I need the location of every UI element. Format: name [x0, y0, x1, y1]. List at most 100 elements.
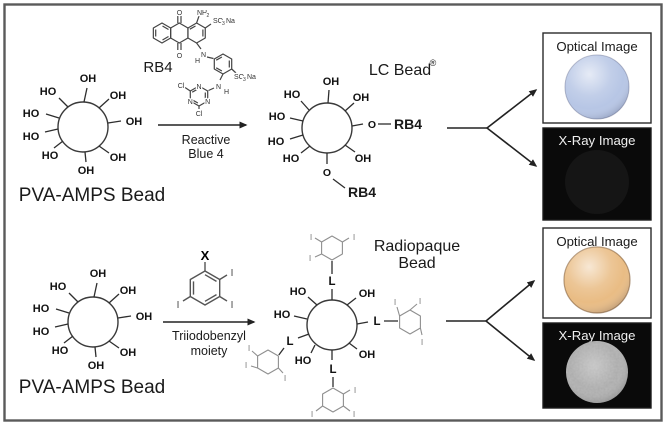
amine-label: NH — [197, 10, 207, 17]
triiodobenzyl-ring-top: I I I — [309, 232, 355, 263]
hydroxyl-label: OH — [353, 92, 370, 104]
triiodobenzyl-ring-right: I I I — [394, 296, 423, 347]
product-bead-name-bottom-line1: Radiopaque — [374, 238, 460, 255]
hydroxyl-label: HO — [268, 136, 285, 148]
rb4-substituent-label: RB4 — [394, 116, 422, 132]
arrow-caption-line2: moiety — [191, 344, 229, 358]
linker-label: L — [286, 336, 293, 348]
sulfonate-label: SO — [213, 18, 224, 25]
hydroxyl-label: OH — [80, 73, 97, 85]
x-substituent-label: X — [201, 248, 210, 263]
hydroxyl-label: HO — [284, 89, 301, 101]
optical-image-box-top: Optical Image — [542, 32, 652, 124]
bead-shading — [566, 341, 628, 403]
xray-image-title: X-Ray Image — [559, 133, 636, 148]
bead-highlight — [564, 247, 630, 313]
xray-image-title: X-Ray Image — [559, 328, 636, 343]
product-bead-name-bottom-line2: Bead — [398, 255, 435, 272]
iodine-label: I — [248, 343, 250, 353]
iodine-label: I — [177, 300, 180, 311]
hydroxyl-label: HO — [290, 286, 307, 298]
bead-circle — [306, 299, 358, 351]
figure-border — [3, 3, 663, 422]
nitrogen-label: N — [188, 99, 193, 106]
branch-arrows-top — [447, 89, 538, 167]
sulfonate-label: SO — [234, 74, 245, 81]
hydroxyl-label: OH — [355, 153, 372, 165]
rb4-structure: O O NH 2 SO 3 Na N H — [152, 9, 257, 119]
hydroxyl-label: OH — [359, 288, 376, 300]
triiodobenzyl-structure: X I I I — [177, 248, 234, 311]
hydroxyl-label: OH — [126, 116, 143, 128]
oxygen-label: O — [177, 10, 183, 17]
lc-bead-xray — [565, 150, 629, 214]
reaction-arrow-top: Reactive Blue 4 — [158, 121, 248, 161]
reactant-bead-name-top: PVA-AMPS Bead — [19, 185, 165, 206]
nitrogen-label: N — [201, 52, 206, 59]
reaction-arrow-bottom: Triiodobenzyl moiety — [163, 318, 256, 358]
arrow-caption-line1: Reactive — [182, 133, 231, 147]
triiodobenzyl-ring-bottom: I I I — [311, 385, 356, 419]
hydrogen-label: H — [195, 58, 200, 65]
ether-oxygen-label: O — [368, 119, 376, 131]
hydroxyl-label: HO — [42, 150, 59, 162]
hydrogen-label: H — [224, 89, 229, 96]
radiopaque-bead: OH HO HO HO OH L I I I L — [245, 232, 423, 419]
chlorine-label: Cl — [178, 83, 185, 90]
rb4-substituent-label: RB4 — [348, 184, 376, 200]
bottom-row: PVA-AMPS Bead X I I I Triiodobenzyl moie… — [19, 227, 652, 419]
hydroxyl-label: OH — [359, 349, 376, 361]
hydroxyl-label: HO — [274, 309, 291, 321]
iodine-label: I — [245, 360, 247, 370]
nitrogen-label: N — [196, 84, 201, 91]
hydroxyl-label: OH — [323, 76, 340, 88]
sulfonate-sub: 3 — [222, 21, 225, 27]
oxygen-label: O — [177, 53, 183, 60]
sulfonate-sub: 3 — [243, 77, 246, 83]
branch-arrows-bottom — [446, 280, 536, 361]
pva-amps-bead-top: OH OH OH OH OH HO HO HO HO — [23, 73, 143, 177]
hydroxyl-label: HO — [23, 131, 40, 143]
optical-image-title: Optical Image — [556, 39, 637, 54]
iodine-label: I — [354, 385, 356, 395]
hydroxyl-label: OH — [110, 152, 127, 164]
bead-highlight — [565, 55, 629, 119]
iodine-label: I — [309, 253, 311, 263]
product-bead-name-top: LC Bead — [369, 62, 431, 79]
registered-mark: ® — [430, 58, 437, 68]
lc-bead: OH HO OH HO HO HO OH O RB4 O RB4 — [268, 76, 422, 200]
nitrogen-label: N — [216, 84, 221, 91]
iodine-label: I — [311, 409, 313, 419]
amine-sub: 2 — [207, 13, 210, 19]
sodium-label: Na — [226, 18, 235, 25]
iodine-label: I — [231, 300, 234, 311]
iodine-label: I — [284, 373, 286, 383]
iodine-label: I — [353, 232, 355, 242]
optical-image-title: Optical Image — [556, 234, 637, 249]
hydroxyl-label: OH — [78, 165, 95, 177]
iodine-label: I — [231, 268, 234, 279]
chlorine-label: Cl — [196, 111, 203, 118]
iodine-label: I — [419, 296, 421, 306]
ether-oxygen-label: O — [323, 167, 331, 179]
linker-label: L — [328, 276, 335, 288]
xray-image-box-bottom: X-Ray Image — [542, 322, 652, 409]
rb4-structure-label: RB4 — [143, 59, 172, 76]
arrow-caption-line1: Triiodobenzyl — [172, 329, 246, 343]
hydroxyl-label: HO — [269, 111, 286, 123]
iodine-label: I — [421, 337, 423, 347]
triiodobenzyl-ring-lower-left: I I I — [245, 343, 286, 383]
bead-circle — [57, 101, 109, 153]
iodine-label: I — [310, 232, 312, 242]
sodium-label: Na — [247, 74, 256, 81]
arrow-caption-line2: Blue 4 — [188, 147, 223, 161]
hydroxyl-label: HO — [295, 355, 312, 367]
hydroxyl-label: HO — [23, 108, 40, 120]
xray-image-box-top: X-Ray Image — [542, 127, 652, 221]
linker-label: L — [373, 316, 380, 328]
hydroxyl-label: HO — [283, 153, 300, 165]
hydroxyl-label: OH — [110, 90, 127, 102]
linker-label: L — [329, 364, 336, 376]
